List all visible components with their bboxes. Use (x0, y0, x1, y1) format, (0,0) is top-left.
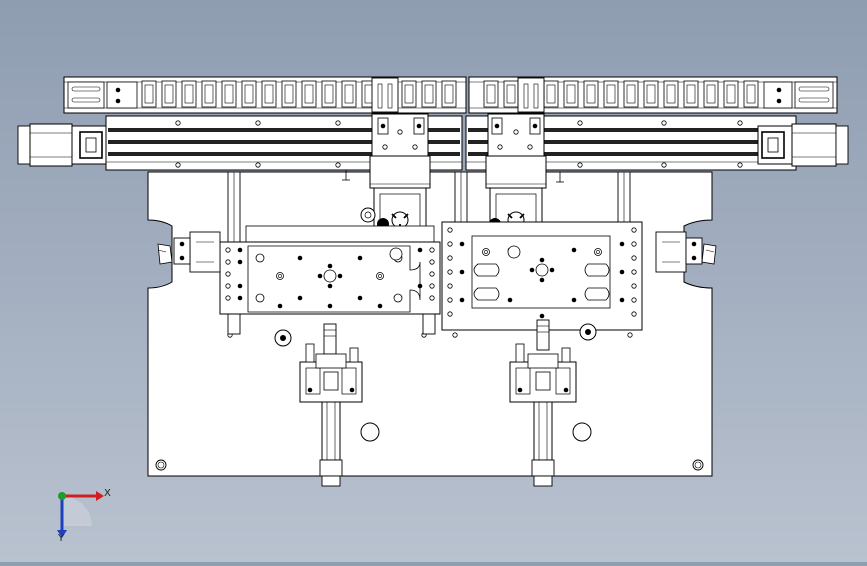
coordinate-triad: X Y (57, 488, 111, 544)
side-clamp-right (655, 231, 717, 273)
air-cylinder-right (509, 319, 577, 487)
tooling-plate-left (219, 225, 441, 315)
axis-y-label: Y (57, 533, 65, 544)
axis-x-label: X (104, 488, 111, 499)
tooling-plate-right (441, 221, 643, 331)
side-clamp-left (157, 231, 221, 273)
air-cylinder-left (299, 323, 363, 487)
cable-chain (63, 76, 838, 114)
servo-motor-right (757, 123, 849, 167)
servo-motor-left (17, 123, 107, 167)
